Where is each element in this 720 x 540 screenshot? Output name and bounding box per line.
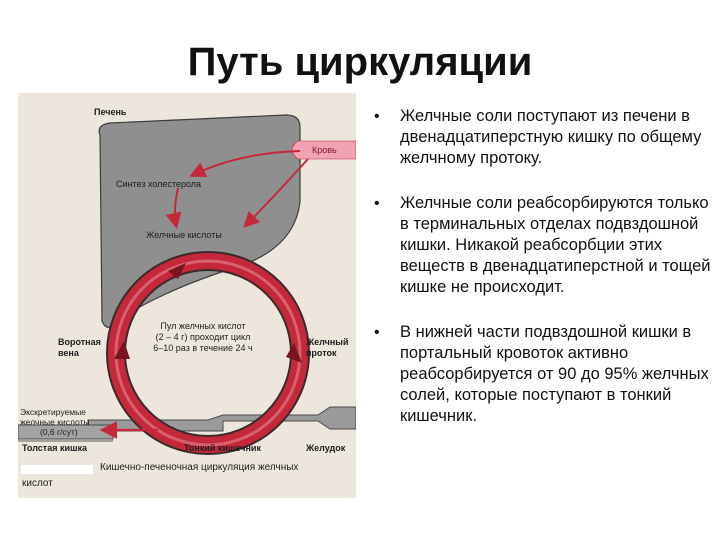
arrow-synthesis-to-acids xyxy=(165,187,182,229)
circulation-ring-highlight xyxy=(114,259,302,447)
ring-arrow-right xyxy=(286,343,302,363)
ring-arrow-left xyxy=(114,341,130,359)
label-pool-line2: (2 – 4 г) проходит цикл xyxy=(155,332,251,342)
label-pool: Пул желчных кислот (2 – 4 г) проходит ци… xyxy=(138,321,268,354)
label-colon: Толстая кишка xyxy=(22,443,88,453)
label-bile-duct-line1: Желчный xyxy=(306,337,349,347)
bullet-text: Желчные соли поступают из печени в двена… xyxy=(400,107,702,167)
caption-line1: Кишечно-печеночная циркуляция желчных xyxy=(100,462,299,473)
bullet-text: Желчные соли реабсорбируются только в те… xyxy=(400,194,711,296)
label-excreted: Экскретируемые желчные кислоты (0,6 г/су… xyxy=(20,407,90,437)
bullet-dot: • xyxy=(374,195,380,212)
caption-mask xyxy=(21,465,93,474)
label-bile-duct: Желчный проток xyxy=(306,337,349,359)
bullet-dot: • xyxy=(374,324,380,341)
bullet-item: • Желчные соли поступают из печени в две… xyxy=(368,106,713,169)
label-excreted-line1: Экскретируемые xyxy=(20,407,86,417)
slide-title: Путь циркуляции xyxy=(187,40,533,84)
bullet-list: • Желчные соли поступают из печени в две… xyxy=(368,106,713,451)
label-stomach: Желудок xyxy=(306,443,346,453)
label-small-intestine: Тонкий кишечник xyxy=(184,443,261,453)
label-bile-duct-line2: проток xyxy=(306,348,337,358)
label-liver: Печень xyxy=(94,107,127,117)
label-blood: Кровь xyxy=(312,145,337,155)
bullet-text: В нижней части подвздошной кишки в порта… xyxy=(400,323,709,425)
bullet-item: • Желчные соли реабсорбируются только в … xyxy=(368,193,713,298)
label-bile-acids: Желчные кислоты xyxy=(146,230,222,240)
arrow-blood-to-synthesis xyxy=(189,150,301,177)
circulation-diagram-svg xyxy=(18,114,356,455)
label-pool-line3: 6–10 раз в течение 24 ч xyxy=(153,343,253,353)
ring-arrow-top xyxy=(168,263,186,279)
caption-line2: кислот xyxy=(22,478,53,489)
label-portal-line1: Воротная xyxy=(58,337,101,347)
label-pool-line1: Пул желчных кислот xyxy=(160,321,246,331)
blood-inflow xyxy=(291,140,356,160)
label-excreted-line3: (0,6 г/сут) xyxy=(40,427,78,437)
bullet-item: • В нижней части подвздошной кишки в пор… xyxy=(368,322,713,427)
label-portal-vein: Воротная вена xyxy=(58,337,101,359)
label-portal-line2: вена xyxy=(58,348,79,358)
enterohepatic-circulation-figure: Печень Кровь Синтез холестерола Желчные … xyxy=(18,93,356,498)
bullet-dot: • xyxy=(374,108,380,125)
label-cholesterol-synthesis: Синтез холестерола xyxy=(116,179,202,189)
arrow-blood-to-acids xyxy=(243,158,309,228)
label-excreted-line2: желчные кислоты xyxy=(20,417,90,427)
